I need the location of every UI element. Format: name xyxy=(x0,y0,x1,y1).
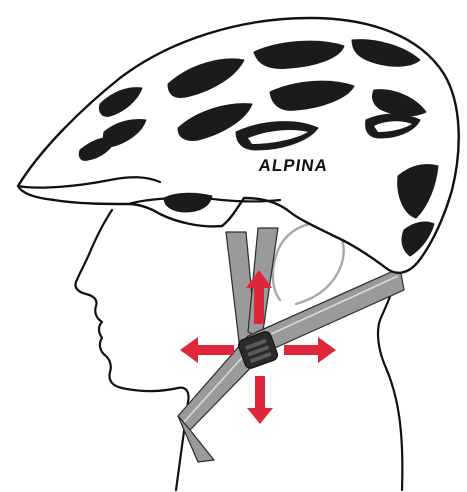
face-outline xyxy=(75,210,188,490)
brand-logo: ALPINA xyxy=(257,156,329,175)
arrow-left-icon xyxy=(180,337,234,363)
arrow-down-icon xyxy=(247,376,273,424)
back-of-neck-outline xyxy=(378,270,402,490)
